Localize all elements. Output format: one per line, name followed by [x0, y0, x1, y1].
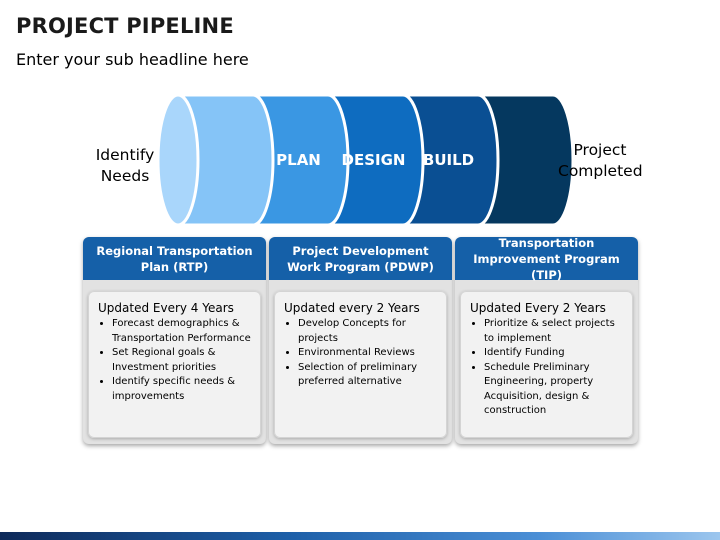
- bullet-item: Selection of preliminary preferred alter…: [298, 361, 439, 390]
- pipeline-opening: [156, 93, 200, 227]
- card-update: Updated Every 2 Years: [470, 301, 606, 315]
- page-title: PROJECT PIPELINE: [16, 14, 234, 38]
- bullet-item: Forecast demographics & Transportation P…: [112, 317, 253, 346]
- card-pdwp: Project Development Work Program (PDWP) …: [269, 237, 452, 444]
- card-update: Updated Every 4 Years: [98, 301, 234, 315]
- card-title: Project Development Work Program (PDWP): [269, 237, 452, 280]
- footer-bar: [0, 532, 720, 540]
- card-body: Updated every 2 Years Develop Concepts f…: [274, 291, 447, 438]
- card-tip: Transportation Improvement Program (TIP)…: [455, 236, 638, 444]
- card-rtp: Regional Transportation Plan (RTP) Updat…: [83, 237, 266, 444]
- end-label: Project Completed: [558, 140, 643, 182]
- pipeline-stage-label: DESIGN: [342, 151, 406, 169]
- pipeline-stage-label: PLAN: [276, 151, 321, 169]
- bullet-item: Prioritize & select projects to implemen…: [484, 317, 625, 346]
- card-update: Updated every 2 Years: [284, 301, 420, 315]
- bullet-item: Identify Funding: [484, 346, 625, 361]
- pipeline-diagram: PLAN DESIGN BUILD: [156, 93, 575, 227]
- pipeline-stage-label: BUILD: [423, 151, 474, 169]
- page-subtitle: Enter your sub headline here: [16, 50, 249, 69]
- bullet-item: Develop Concepts for projects: [298, 317, 439, 346]
- card-body: Updated Every 4 Years Forecast demograph…: [88, 291, 261, 438]
- card-title: Transportation Improvement Program (TIP): [455, 236, 638, 282]
- card-bullets: Develop Concepts for projects Environmen…: [284, 317, 439, 390]
- end-label-line-2: Completed: [558, 162, 643, 180]
- card-bullets: Forecast demographics & Transportation P…: [98, 317, 253, 404]
- start-label-line-2: Needs: [100, 167, 150, 185]
- card-body: Updated Every 2 Years Prioritize & selec…: [460, 291, 633, 438]
- start-label: Identify Needs: [86, 145, 164, 187]
- bullet-item: Schedule Preliminary Engineering, proper…: [484, 361, 625, 419]
- bullet-item: Environmental Reviews: [298, 346, 439, 361]
- card-bullets: Prioritize & select projects to implemen…: [470, 317, 625, 419]
- card-title: Regional Transportation Plan (RTP): [83, 237, 266, 280]
- bullet-item: Identify specific needs & improvements: [112, 375, 253, 404]
- end-label-line-1: Project: [573, 141, 627, 159]
- start-label-line-1: Identify: [95, 146, 155, 164]
- bullet-item: Set Regional goals & Investment prioriti…: [112, 346, 253, 375]
